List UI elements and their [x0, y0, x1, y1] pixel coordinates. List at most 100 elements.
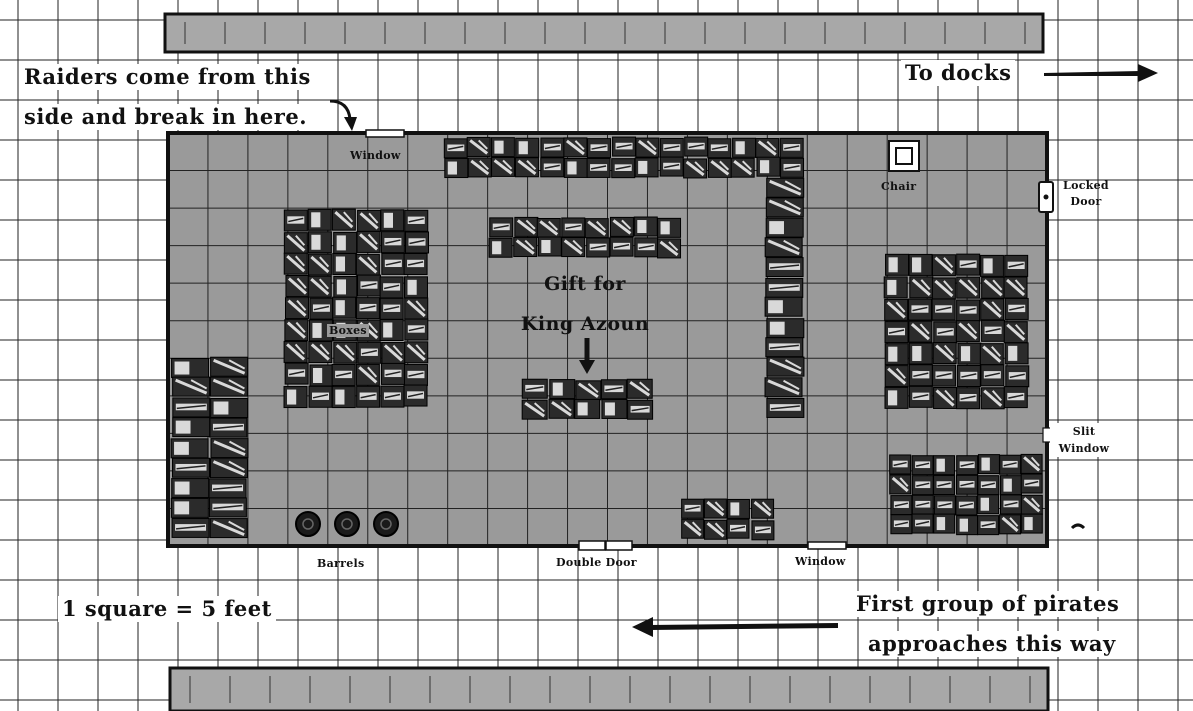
crate-icon	[1004, 297, 1029, 320]
crate-icon	[884, 298, 909, 321]
crate-icon	[210, 398, 249, 419]
crate-icon	[563, 157, 588, 178]
crate-icon	[766, 397, 805, 418]
crate-icon	[681, 518, 705, 539]
crate-icon	[933, 321, 958, 344]
crate-icon	[172, 417, 211, 438]
crate-icon	[765, 197, 804, 218]
crate-icon	[381, 342, 406, 365]
crate-icon	[765, 277, 804, 298]
crate-icon	[730, 157, 755, 178]
crate-icon	[584, 218, 609, 239]
gift-label-line2: King Azoun	[520, 313, 650, 335]
crate-icon	[956, 387, 981, 410]
crate-icon	[956, 253, 981, 276]
crate-icon	[563, 137, 588, 158]
crate-icon	[931, 364, 956, 387]
crate-icon	[933, 475, 956, 496]
crate-icon	[890, 514, 913, 535]
crate-icon	[884, 386, 909, 409]
chair-icon	[888, 140, 920, 172]
crate-icon	[956, 276, 981, 299]
pirates-note-line2: approaches this way	[864, 631, 1120, 657]
crate-icon	[977, 515, 1000, 536]
crate-icon	[634, 157, 659, 178]
crate-icon	[601, 398, 628, 419]
crate-icon	[609, 216, 634, 237]
crate-icon	[284, 297, 309, 320]
crate-icon	[1003, 276, 1028, 299]
crate-icon	[514, 216, 539, 237]
crate-icon	[403, 252, 428, 275]
raiders-arrow-icon	[329, 99, 357, 131]
barrel-icon	[373, 511, 399, 537]
crate-icon	[889, 454, 912, 475]
crate-icon	[955, 474, 978, 495]
crate-icon	[933, 513, 956, 534]
gift-label: Gift for King Azoun	[490, 264, 680, 344]
crate-icon	[932, 342, 957, 365]
crate-icon	[890, 495, 913, 516]
crate-icon	[515, 137, 540, 158]
crate-icon	[1020, 513, 1043, 534]
crate-icon	[380, 231, 405, 254]
crate-icon	[885, 253, 910, 276]
crate-icon	[283, 340, 308, 363]
crate-icon	[403, 364, 428, 387]
crate-icon	[684, 136, 709, 157]
crate-icon	[765, 257, 804, 278]
crate-icon	[755, 138, 780, 159]
boxes-label: Boxes	[327, 324, 369, 337]
crate-icon	[404, 318, 429, 341]
locked-door-icon	[1038, 181, 1054, 213]
crate-icon	[751, 498, 775, 519]
docks-note: To docks	[901, 60, 1016, 86]
crate-icon	[956, 455, 979, 476]
crate-icon	[884, 321, 909, 344]
crate-icon	[561, 237, 586, 258]
crate-icon	[171, 517, 210, 538]
crate-icon	[209, 518, 248, 539]
crate-icon	[561, 217, 586, 238]
crate-icon	[956, 515, 979, 536]
crate-icon	[379, 318, 404, 341]
crate-icon	[403, 384, 428, 407]
crate-icon	[208, 497, 247, 518]
crate-icon	[514, 157, 539, 178]
crate-icon	[1003, 321, 1028, 344]
crate-icon	[907, 298, 932, 321]
bottom-road	[168, 666, 1050, 711]
crate-icon	[884, 343, 909, 366]
crate-icon	[521, 378, 548, 399]
crate-icon	[357, 209, 382, 232]
double-door-icon	[578, 540, 633, 551]
crate-icon	[209, 417, 248, 438]
crate-icon	[171, 478, 210, 499]
crate-icon	[911, 513, 934, 534]
crate-icon	[977, 494, 1000, 515]
slit-window-label-line1: Slit	[1072, 425, 1096, 438]
crate-icon	[911, 455, 934, 476]
crate-icon	[726, 518, 750, 539]
crate-icon	[764, 237, 803, 258]
crate-icon	[765, 337, 804, 358]
crate-icon	[707, 157, 732, 178]
crate-icon	[332, 252, 357, 275]
window-top-icon	[365, 129, 405, 138]
crate-icon	[307, 208, 332, 231]
crate-icon	[1020, 453, 1043, 474]
crate-icon	[172, 376, 211, 397]
crate-icon	[657, 217, 682, 238]
crate-icon	[170, 438, 209, 459]
crate-icon	[766, 318, 805, 339]
pirates-note-line1: First group of pirates	[852, 591, 1124, 617]
crate-icon	[333, 231, 358, 254]
crate-icon	[726, 498, 750, 519]
crate-icon	[381, 252, 406, 275]
crate-icon	[283, 232, 308, 255]
crate-icon	[380, 385, 405, 408]
raiders-note-line2: side and break in here.	[20, 104, 312, 130]
crate-icon	[657, 238, 682, 259]
crate-icon	[309, 297, 334, 320]
crate-icon	[357, 341, 382, 364]
